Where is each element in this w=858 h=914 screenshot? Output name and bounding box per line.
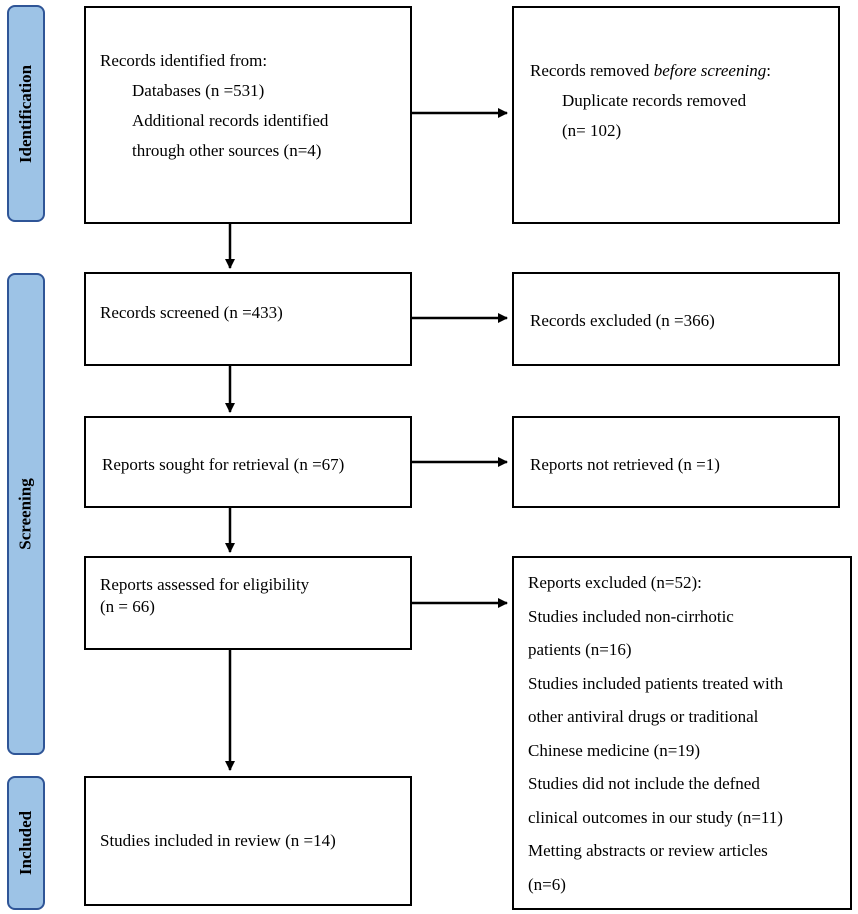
reports-sought-label: Reports sought for retrieval (n =67) [102,455,345,474]
reports-assessed-box: Reports assessed for eligibility (n = 66… [84,556,412,650]
records-excluded-label: Records excluded (n =366) [530,311,715,330]
duplicates-label: Duplicate records removed [562,91,747,110]
records-identified-box: Records identified from: Databases (n =5… [84,6,412,224]
reports-excluded-line: Chinese medicine (n=19) [528,740,700,760]
reports-excluded-line: Reports excluded (n=52): [528,573,702,592]
reports-excluded-box: Reports excluded (n=52): Studies include… [512,556,852,910]
records-removed-heading: Records removed before screening: [530,61,771,80]
reports-not-retrieved-box: Reports not retrieved (n =1) [512,416,840,508]
additional-records-line2: through other sources (n=4) [132,141,322,160]
records-screened-box: Records screened (n =433) [84,272,412,366]
reports-not-retrieved-label: Reports not retrieved (n =1) [530,455,720,474]
phase-identification: Identification [7,5,45,222]
reports-excluded-line: other antiviral drugs or traditional [528,707,759,726]
reports-assessed-line2: (n = 66) [100,597,155,616]
reports-excluded-line: (n=6) [528,874,566,894]
records-removed-box: Records removed before screening: Duplic… [512,6,840,224]
records-excluded-box: Records excluded (n =366) [512,272,840,366]
reports-excluded-line: Studies did not include the defned [528,774,760,793]
duplicates-count: (n= 102) [562,121,622,140]
studies-included-box: Studies included in review (n =14) [84,776,412,906]
reports-assessed-line1: Reports assessed for eligibility [100,575,310,594]
phase-screening: Screening [7,273,45,755]
reports-excluded-line: clinical outcomes in our study (n=11) [528,807,783,827]
records-identified-heading: Records identified from: [100,51,268,70]
phase-included: Included [7,776,45,910]
reports-sought-box: Reports sought for retrieval (n =67) [84,416,412,508]
reports-excluded-line: Studies included non-cirrhotic [528,606,734,626]
reports-excluded-line: patients (n=16) [528,640,632,659]
studies-included-label: Studies included in review (n =14) [100,831,336,850]
reports-excluded-line: Studies included patients treated with [528,673,783,693]
reports-excluded-line: Metting abstracts or review articles [528,841,768,860]
additional-records-line1: Additional records identified [132,111,329,130]
records-screened-label: Records screened (n =433) [100,303,283,322]
databases-count: Databases (n =531) [132,81,265,100]
